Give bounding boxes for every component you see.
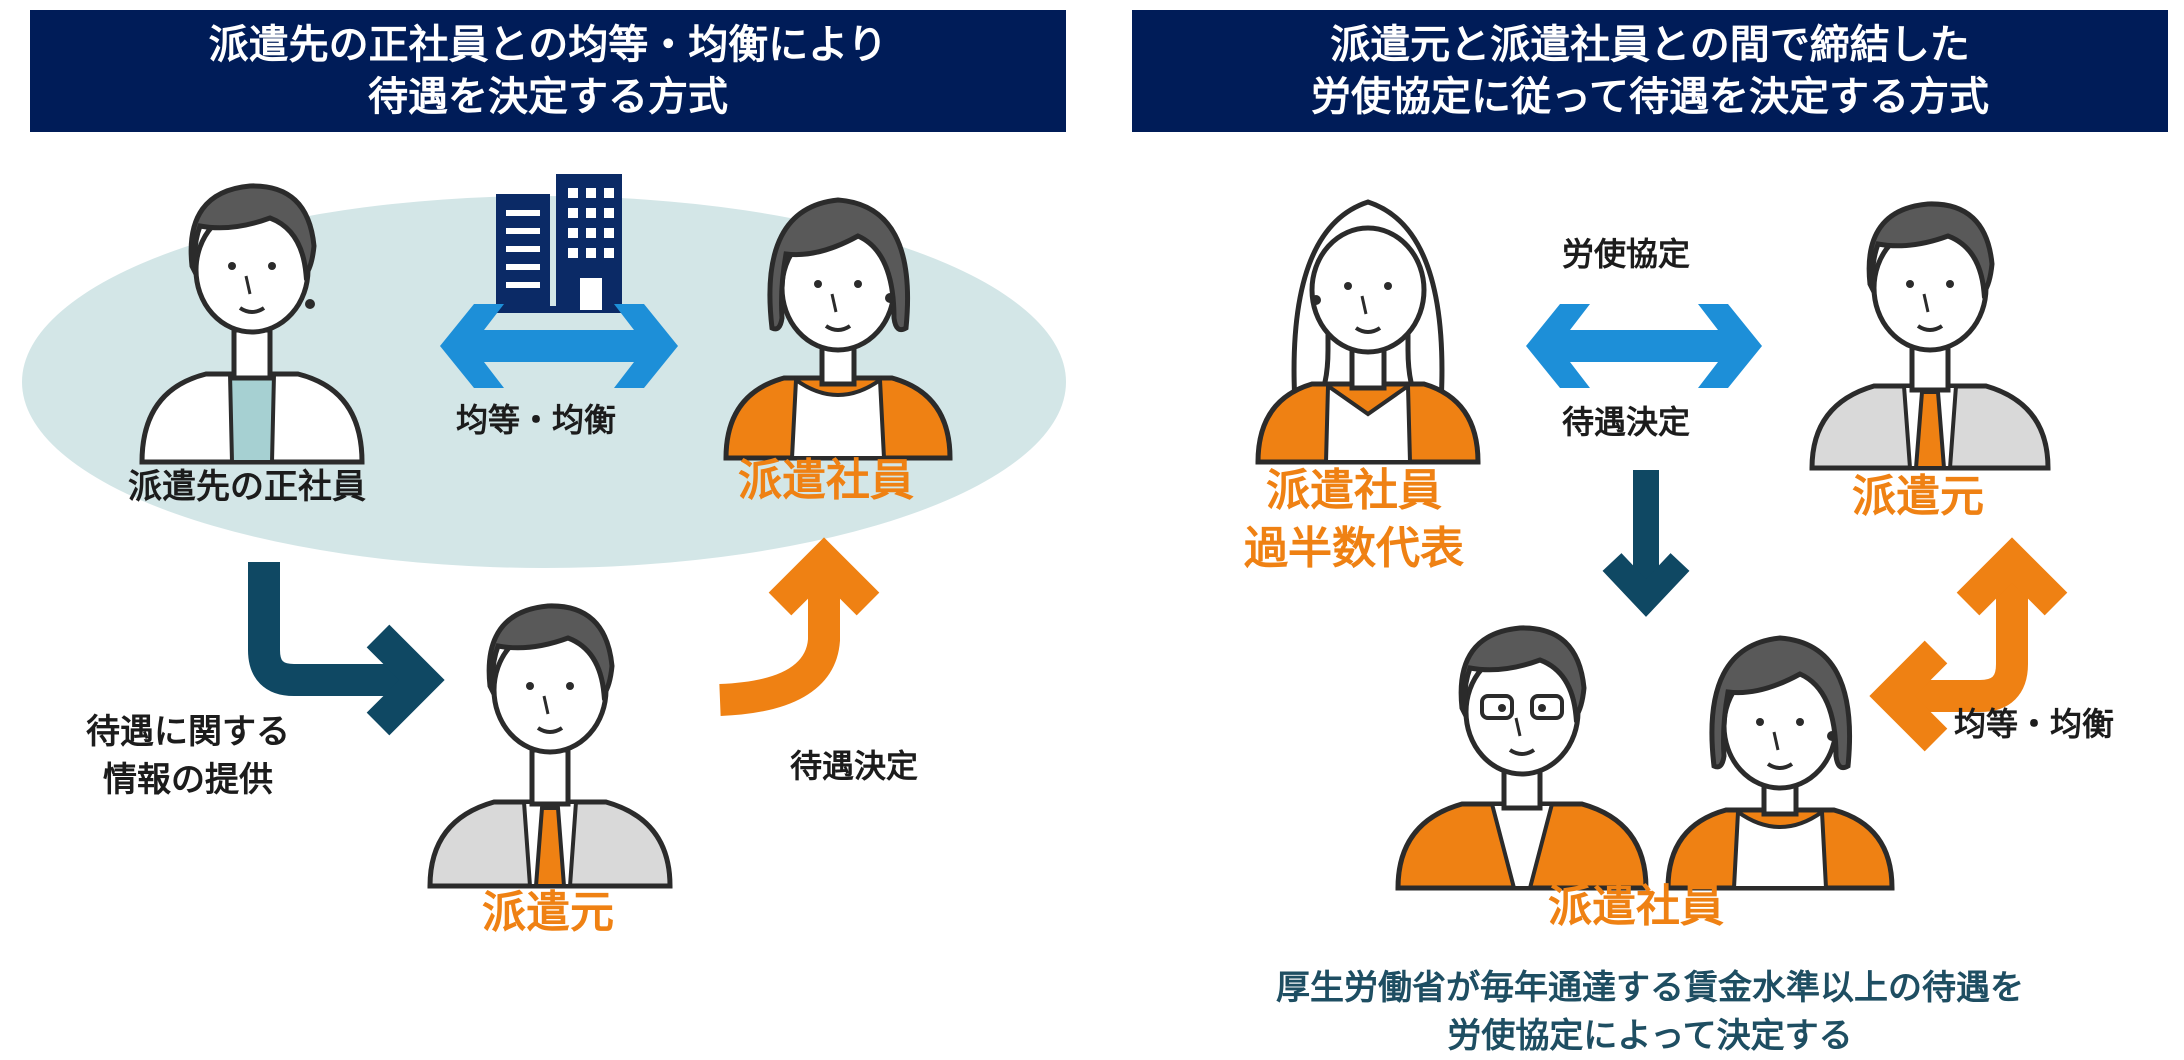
left-title-line1: 派遣先の正社員との均等・均衡により <box>208 22 888 68</box>
person-seishain <box>139 186 365 465</box>
right-title-line1: 派遣元と派遣社員との間で締結した <box>1330 22 1970 68</box>
person-kahansu-daihyo <box>1255 199 1481 465</box>
footer-line2: 労使協定によって決定する <box>1447 1016 1853 1056</box>
label-taigu-kettei-left: 待遇決定 <box>790 747 919 785</box>
label-seishain: 派遣先の正社員 <box>128 467 366 507</box>
label-haken-shain-left: 派遣社員 <box>738 455 914 506</box>
label-kintou-right: 均等・均衡 <box>1954 705 2115 743</box>
label-rep-line1: 派遣社員 <box>1266 465 1442 516</box>
label-info-line2: 情報の提供 <box>103 760 273 800</box>
down-arrow-icon <box>1602 470 1690 617</box>
label-rep-line2: 過半数代表 <box>1244 523 1464 574</box>
footer-line1: 厚生労働省が毎年通達する賃金水準以上の待遇を <box>1276 968 2024 1008</box>
left-title-bar: 派遣先の正社員との均等・均衡により 待遇を決定する方式 <box>30 10 1066 132</box>
right-title-bar: 派遣元と派遣社員との間で締結した 労使協定に従って待遇を決定する方式 <box>1132 10 2168 132</box>
double-arrow-icon <box>440 304 678 388</box>
person-haken-shain <box>723 200 953 461</box>
building-icon <box>490 174 628 313</box>
label-haken-shain-right: 派遣社員 <box>1548 881 1724 932</box>
right-title-line2: 労使協定に従って待遇を決定する方式 <box>1311 74 1989 120</box>
label-kahansu-daihyo: 派遣社員 過半数代表 <box>1244 462 1464 578</box>
double-arrow-icon-roushi <box>1526 304 1762 388</box>
label-hakenmoto-left: 派遣元 <box>482 887 614 938</box>
label-kintou-left: 均等・均衡 <box>456 401 617 439</box>
label-roushi-kyotei: 労使協定 <box>1562 235 1691 273</box>
label-info-line1: 待遇に関する <box>86 712 290 752</box>
turn-arrow-icon-kintou <box>1869 537 2068 752</box>
label-taigu-kettei-right: 待遇決定 <box>1562 403 1691 441</box>
person-haken-shain-man <box>1395 628 1649 891</box>
left-title-line2: 待遇を決定する方式 <box>368 74 728 120</box>
turn-arrow-icon-decision <box>719 537 880 716</box>
person-hakenmoto-right <box>1809 204 2051 471</box>
footer-note: 厚生労働省が毎年通達する賃金水準以上の待遇を 労使協定によって決定する <box>1132 964 2168 1060</box>
person-hakenmoto-left <box>427 606 673 889</box>
label-info-provision: 待遇に関する 情報の提供 <box>86 708 290 804</box>
turn-arrow-icon-info <box>248 562 445 736</box>
person-haken-shain-woman <box>1665 638 1895 891</box>
label-hakenmoto-right: 派遣元 <box>1852 471 1984 522</box>
